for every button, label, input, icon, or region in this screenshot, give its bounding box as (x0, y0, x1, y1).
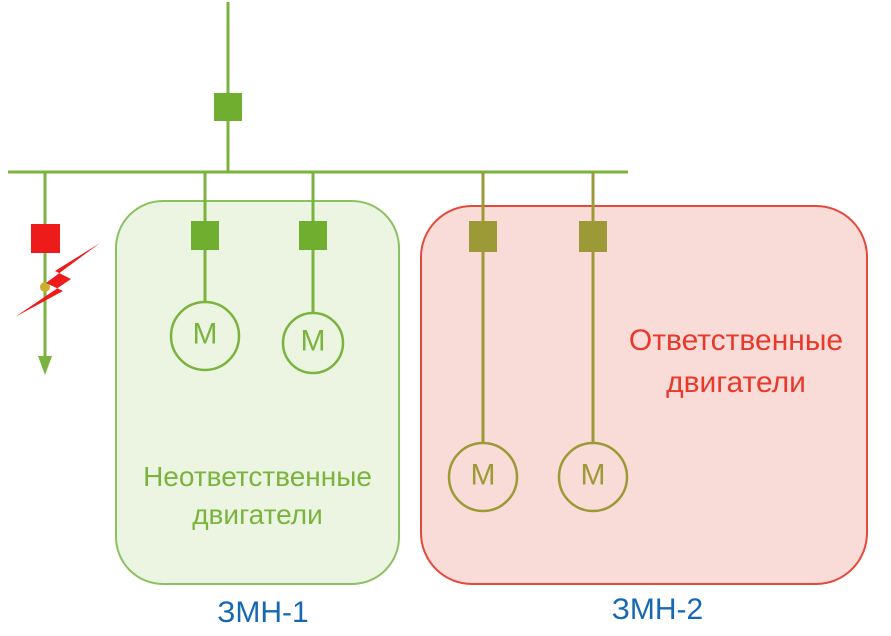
motor3-label: М (470, 458, 496, 492)
motor1-label: М (192, 317, 218, 351)
motor4-circle-icon (557, 441, 629, 513)
incoming-breaker-icon (214, 93, 242, 121)
fault-point-icon (40, 282, 50, 292)
feeder3-breaker-icon (469, 221, 497, 252)
feeder2-breaker-icon (299, 221, 327, 250)
feeder4-breaker-icon (579, 221, 607, 252)
fault-branch-arrow-icon (38, 356, 52, 375)
lightning-fault-icon (15, 243, 100, 317)
essential-title-line2: двигатели (666, 366, 806, 399)
motor1-circle-icon (169, 300, 241, 372)
essential-title-line1: Ответственные (628, 324, 844, 357)
non-essential-title-line1: Неответственные (143, 461, 372, 492)
non-essential-motors-title: Неответственные двигатели (115, 458, 400, 534)
motor4-label: М (580, 458, 606, 492)
non-essential-motors-box (115, 200, 400, 585)
tripped-breaker-icon (31, 224, 60, 253)
zmn2-caption: ЗМН-2 (611, 593, 704, 626)
motor3-circle-icon (447, 441, 519, 513)
essential-motors-box (420, 205, 868, 585)
feeder1-breaker-icon (191, 221, 219, 250)
motor2-label: М (300, 324, 326, 358)
non-essential-title-line2: двигатели (192, 499, 323, 530)
essential-motors-title: Ответственные двигатели (600, 320, 872, 404)
motor2-circle-icon (281, 311, 345, 375)
zmn1-caption: ЗМН-1 (217, 596, 309, 629)
